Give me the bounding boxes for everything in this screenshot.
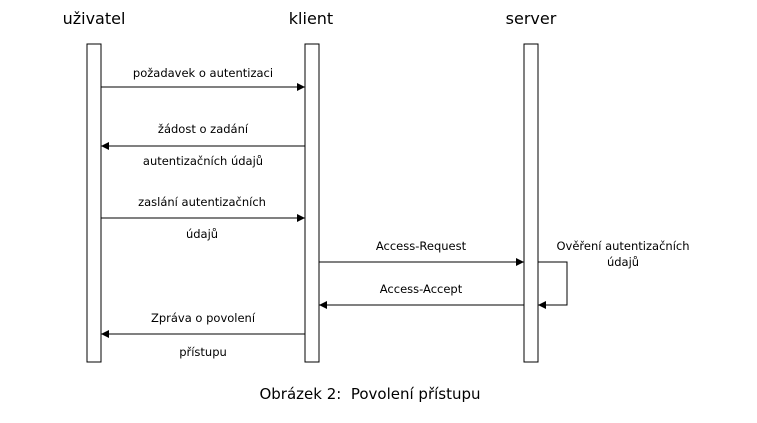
message-access-granted-label-1: Zpráva o povolení	[151, 311, 256, 325]
message-access-request-label: Access-Request	[376, 239, 467, 253]
actor-server-label: server	[506, 9, 557, 28]
message-access-granted-label-2: přístupu	[179, 345, 227, 359]
lifeline-server	[523, 43, 539, 363]
actor-client-label: klient	[289, 9, 333, 28]
lifeline-user	[86, 43, 102, 363]
message-send-credentials-label-1: zaslání autentizačních	[138, 195, 266, 209]
actor-user-label: uživatel	[63, 9, 126, 28]
message-credentials-prompt-label-2: autentizačních údajů	[143, 154, 263, 168]
message-credentials-prompt-label-1: žádost o zadání	[158, 122, 249, 136]
message-authentication-request-label: požadavek o autentizaci	[133, 66, 273, 80]
message-credential-verification-arrow	[538, 261, 568, 309]
message-credential-verification-label-1: Ověření autentizačních	[556, 239, 689, 253]
message-send-credentials-label-2: údajů	[186, 227, 218, 241]
message-credential-verification-label-2: údajů	[607, 255, 639, 269]
figure-caption: Obrázek 2: Povolení přístupu	[259, 385, 480, 403]
lifeline-client	[304, 43, 320, 363]
message-access-accept-label: Access-Accept	[380, 282, 463, 296]
